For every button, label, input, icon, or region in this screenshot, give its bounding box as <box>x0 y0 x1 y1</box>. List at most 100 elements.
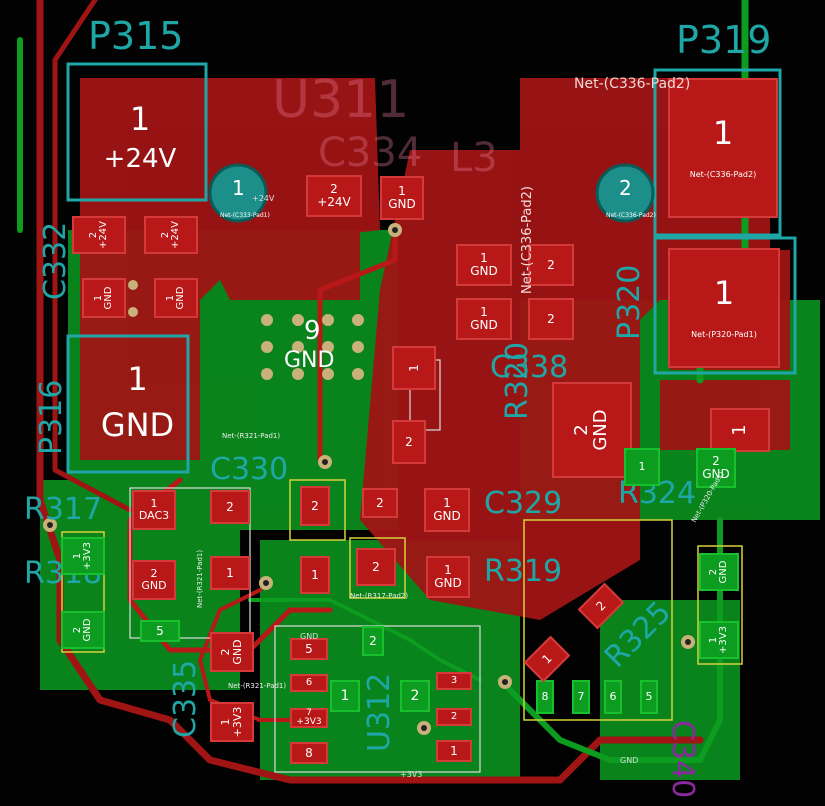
pad-r317-1[interactable]: 1 DAC3 <box>132 490 176 530</box>
pad-c334-2[interactable]: 2 +24V <box>306 175 362 217</box>
th-pad-left-net: Net-(C333-Pad1) <box>220 212 270 219</box>
pad-c329-1[interactable]: 1 GND <box>424 488 470 532</box>
pad-net: GND <box>231 639 244 665</box>
pad-net: GND <box>718 560 729 584</box>
pad-r321-2[interactable]: 2 GND <box>210 632 254 672</box>
pad-c332-2[interactable]: 2 +24V <box>72 216 126 254</box>
pad-number: 1 <box>127 359 148 398</box>
pad-u-8[interactable]: 8 <box>536 680 554 714</box>
pad-number: 2 <box>712 454 720 469</box>
pad-c330-2[interactable]: 2 GND <box>61 611 105 649</box>
ref-p319: P319 <box>676 18 772 62</box>
pad-c330-a[interactable]: 2 <box>300 486 330 526</box>
pad-c333-1[interactable]: 1 GND <box>154 278 198 318</box>
pad-number: 1 <box>129 99 151 138</box>
ref-p316: P316 <box>34 379 69 455</box>
pad-number: 2 <box>330 182 338 197</box>
pad-number: 1 <box>150 497 158 511</box>
pad-p316-1[interactable]: 1 GND <box>75 345 200 460</box>
silk-24v-label: +24V <box>252 194 275 203</box>
ref-c340: C340 <box>665 720 700 799</box>
pad-c340-2[interactable]: 2 GND <box>699 553 739 591</box>
pad-pin-5-left[interactable]: 5 <box>140 620 180 642</box>
pad-number: 2 <box>547 311 555 326</box>
through-hole-pads <box>208 163 655 223</box>
pad-net: GND <box>590 409 611 451</box>
pad-net: GND <box>470 318 498 332</box>
pad-c340-1[interactable]: 1 +3V3 <box>699 621 739 659</box>
pad-c332-1[interactable]: 1 GND <box>82 278 126 318</box>
pad-p320-1[interactable]: 1 Net-(P320-Pad1) <box>668 248 780 368</box>
pad-r319-1[interactable]: 1 GND <box>426 556 470 598</box>
u311-thermal-net: GND <box>284 348 335 373</box>
pad-c330-1[interactable]: 1 +3V3 <box>61 537 105 575</box>
pad-number: 2 <box>410 687 420 704</box>
pad-p319-1[interactable]: 1 Net-(C336-Pad2) <box>668 78 778 218</box>
courtyard-outlines <box>61 479 743 721</box>
silk-3v3-label: +3V3 <box>400 770 423 779</box>
pad-number: 1 <box>713 274 735 312</box>
pad-r324-2[interactable]: 2 GND <box>696 448 736 488</box>
net-label-r321: Net-(R321-Pad1) <box>222 432 281 440</box>
pad-net: GND <box>141 579 167 592</box>
pad-c333-2[interactable]: 2 +24V <box>144 216 198 254</box>
pad-net: DAC3 <box>138 509 170 522</box>
net-label-c336-top: Net-(C336-Pad2) <box>574 76 691 92</box>
ref-r320: R320 <box>500 341 535 420</box>
pad-r321-1[interactable]: 1 <box>300 556 330 594</box>
pad-u312-thermal-2[interactable]: 2 <box>400 680 430 712</box>
pad-number: 2 <box>369 633 377 648</box>
pad-number: 2 <box>372 559 380 574</box>
pad-number: 7 <box>577 690 585 704</box>
pad-c335-2[interactable]: 2 <box>392 420 426 464</box>
pad-u312-5[interactable]: 5 <box>290 638 328 660</box>
pad-c329-2[interactable]: 2 <box>362 488 398 518</box>
pad-number: 1 <box>450 743 458 758</box>
pad-u312-8[interactable]: 8 <box>290 742 328 764</box>
pad-net: +3V3 <box>231 706 244 738</box>
pad-u312-6[interactable]: 6 <box>290 674 328 692</box>
pad-u312-7[interactable]: 7 +3V3 <box>290 708 328 728</box>
pad-p315-1[interactable]: 1 +24V <box>80 78 200 198</box>
pad-u-6[interactable]: 6 <box>604 680 622 714</box>
pad-u-7[interactable]: 7 <box>572 680 590 714</box>
pad-number: 6 <box>305 676 313 688</box>
pad-number: 1 <box>480 305 488 320</box>
pad-c335-b[interactable]: 1 +3V3 <box>210 702 254 742</box>
pad-u312-3[interactable]: 3 <box>436 672 472 690</box>
pad-net: GND <box>433 509 461 523</box>
pad-number: 1 <box>480 251 488 266</box>
pad-number: 1 <box>406 364 421 372</box>
silk-gnd-label: GND <box>300 632 319 641</box>
pad-u312-1[interactable]: 1 <box>436 740 472 762</box>
pad-r318-1[interactable]: 1 <box>210 556 250 590</box>
pad-net: Net-(P320-Pad1) <box>691 329 757 339</box>
pad-net: GND <box>702 467 730 481</box>
pad-r319-2[interactable]: 2 <box>356 548 396 586</box>
pad-net: GND <box>103 286 114 310</box>
th-pad-right-number: 2 <box>619 176 632 200</box>
pad-c338-2a[interactable]: 2 <box>528 244 574 286</box>
pad-number: 8 <box>305 745 313 760</box>
ref-c330: C330 <box>210 452 289 487</box>
ref-r319: R319 <box>484 554 563 589</box>
pad-c338-2b[interactable]: 2 <box>528 298 574 340</box>
pad-r318-2[interactable]: 2 GND <box>132 560 176 600</box>
pad-u-5[interactable]: 5 <box>640 680 658 714</box>
pad-number: 5 <box>305 641 313 656</box>
pad-r320-2[interactable]: 2 GND <box>552 382 632 478</box>
pad-u312-top[interactable]: 2 <box>362 626 384 656</box>
pad-c338-1a[interactable]: 1 GND <box>456 244 512 286</box>
pad-u312-thermal-1[interactable]: 1 <box>330 680 360 712</box>
pad-p320-small[interactable]: 1 <box>710 408 770 452</box>
pad-c338-1b[interactable]: 1 GND <box>456 298 512 340</box>
pad-r317-2[interactable]: 2 <box>210 490 250 524</box>
pad-net: +3V3 <box>296 717 322 727</box>
pad-number: 2 <box>150 567 158 581</box>
th-pad-left-number: 1 <box>232 176 245 200</box>
pad-u312-2[interactable]: 2 <box>436 708 472 726</box>
pad-c334-1[interactable]: 1 GND <box>380 176 424 220</box>
pad-c335-1[interactable]: 1 <box>392 346 436 390</box>
pad-r324-1[interactable]: 1 <box>624 448 660 486</box>
